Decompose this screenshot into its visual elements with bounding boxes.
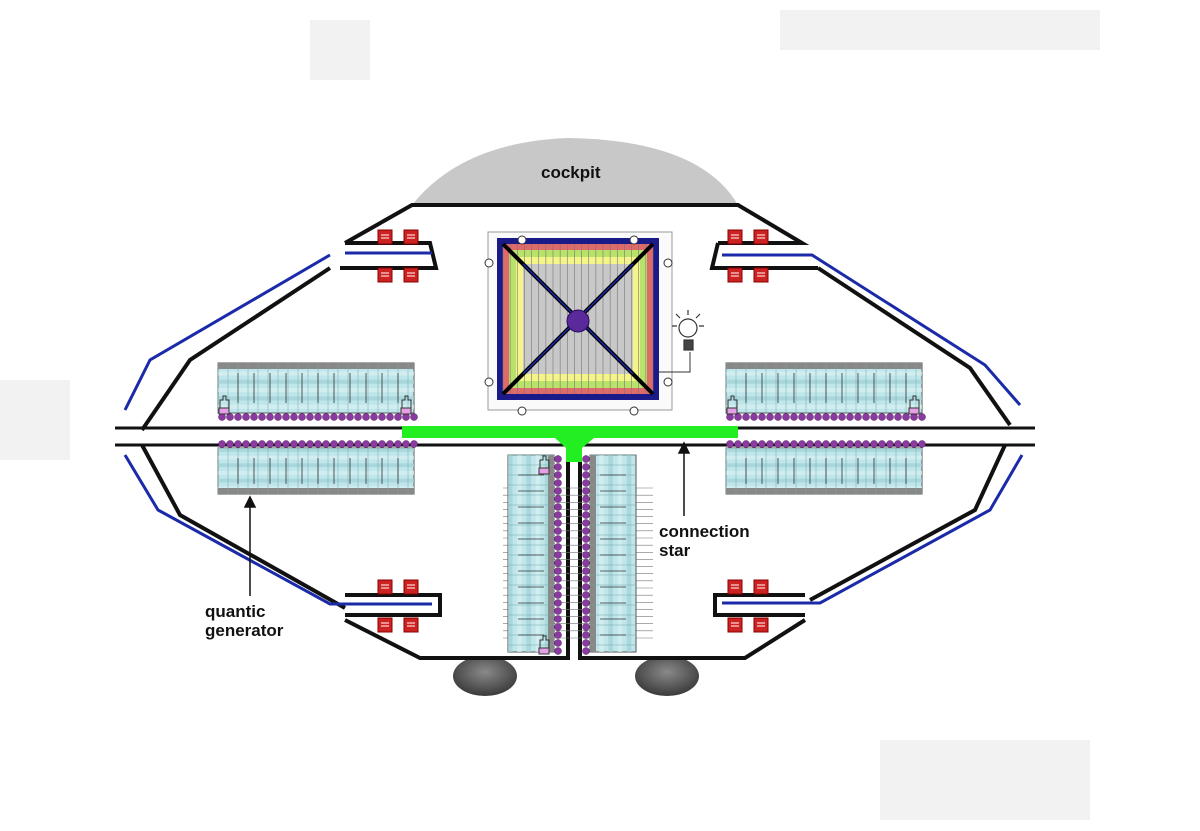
generator-panel <box>217 362 418 421</box>
generator-rail <box>582 455 590 655</box>
generator-rail <box>554 455 562 655</box>
light-bulb-icon <box>672 310 704 351</box>
generator-panel <box>507 454 562 655</box>
cockpit-label: cockpit <box>541 163 601 182</box>
thruster-block <box>727 229 743 245</box>
thruster-block <box>727 617 743 633</box>
thruster-block <box>753 579 769 595</box>
hand-icon <box>538 455 550 475</box>
thruster-block <box>753 267 769 283</box>
thruster-block <box>377 617 393 633</box>
central-core <box>484 231 691 639</box>
thruster-block <box>377 579 393 595</box>
thruster-blocks <box>377 229 769 633</box>
thruster-block <box>727 267 743 283</box>
thruster-block <box>403 579 419 595</box>
energy-conduits <box>123 251 1024 606</box>
generator-rail <box>726 413 926 421</box>
connection-star <box>402 426 738 462</box>
connection-star-label-line1: connection <box>659 522 750 541</box>
hand-icon <box>726 395 738 415</box>
generator-panel <box>725 440 926 495</box>
landing-pad-left <box>453 656 517 696</box>
landing-pad-right <box>635 656 699 696</box>
quantic-generator-label-line1: quantic <box>205 602 266 621</box>
core-sphere <box>566 309 590 333</box>
generator-panel <box>217 440 418 495</box>
hand-icon <box>908 395 920 415</box>
quantic-generator-label-line2: generator <box>205 621 284 640</box>
hand-icon <box>218 395 230 415</box>
thruster-block <box>753 229 769 245</box>
thruster-block <box>753 617 769 633</box>
background-smudges <box>0 10 1100 820</box>
connection-star-label-line2: star <box>659 541 691 560</box>
quantic-generator-label: quantic generator <box>205 602 283 640</box>
thruster-block <box>377 229 393 245</box>
cockpit-dome <box>412 138 738 205</box>
thruster-block <box>727 579 743 595</box>
thruster-block <box>403 229 419 245</box>
thruster-block <box>377 267 393 283</box>
generator-panel <box>582 454 637 655</box>
generator-rail <box>218 440 418 448</box>
thruster-block <box>403 617 419 633</box>
connection-star-label: connection star <box>659 522 750 560</box>
hand-icon <box>538 635 550 655</box>
quantic-generators <box>217 362 926 655</box>
hand-icon <box>400 395 412 415</box>
thruster-vents <box>381 234 765 627</box>
generator-panel <box>725 362 926 421</box>
generator-rail <box>726 440 926 448</box>
thruster-block <box>403 267 419 283</box>
pointer-arrows <box>243 441 691 596</box>
generator-rail <box>218 413 418 421</box>
